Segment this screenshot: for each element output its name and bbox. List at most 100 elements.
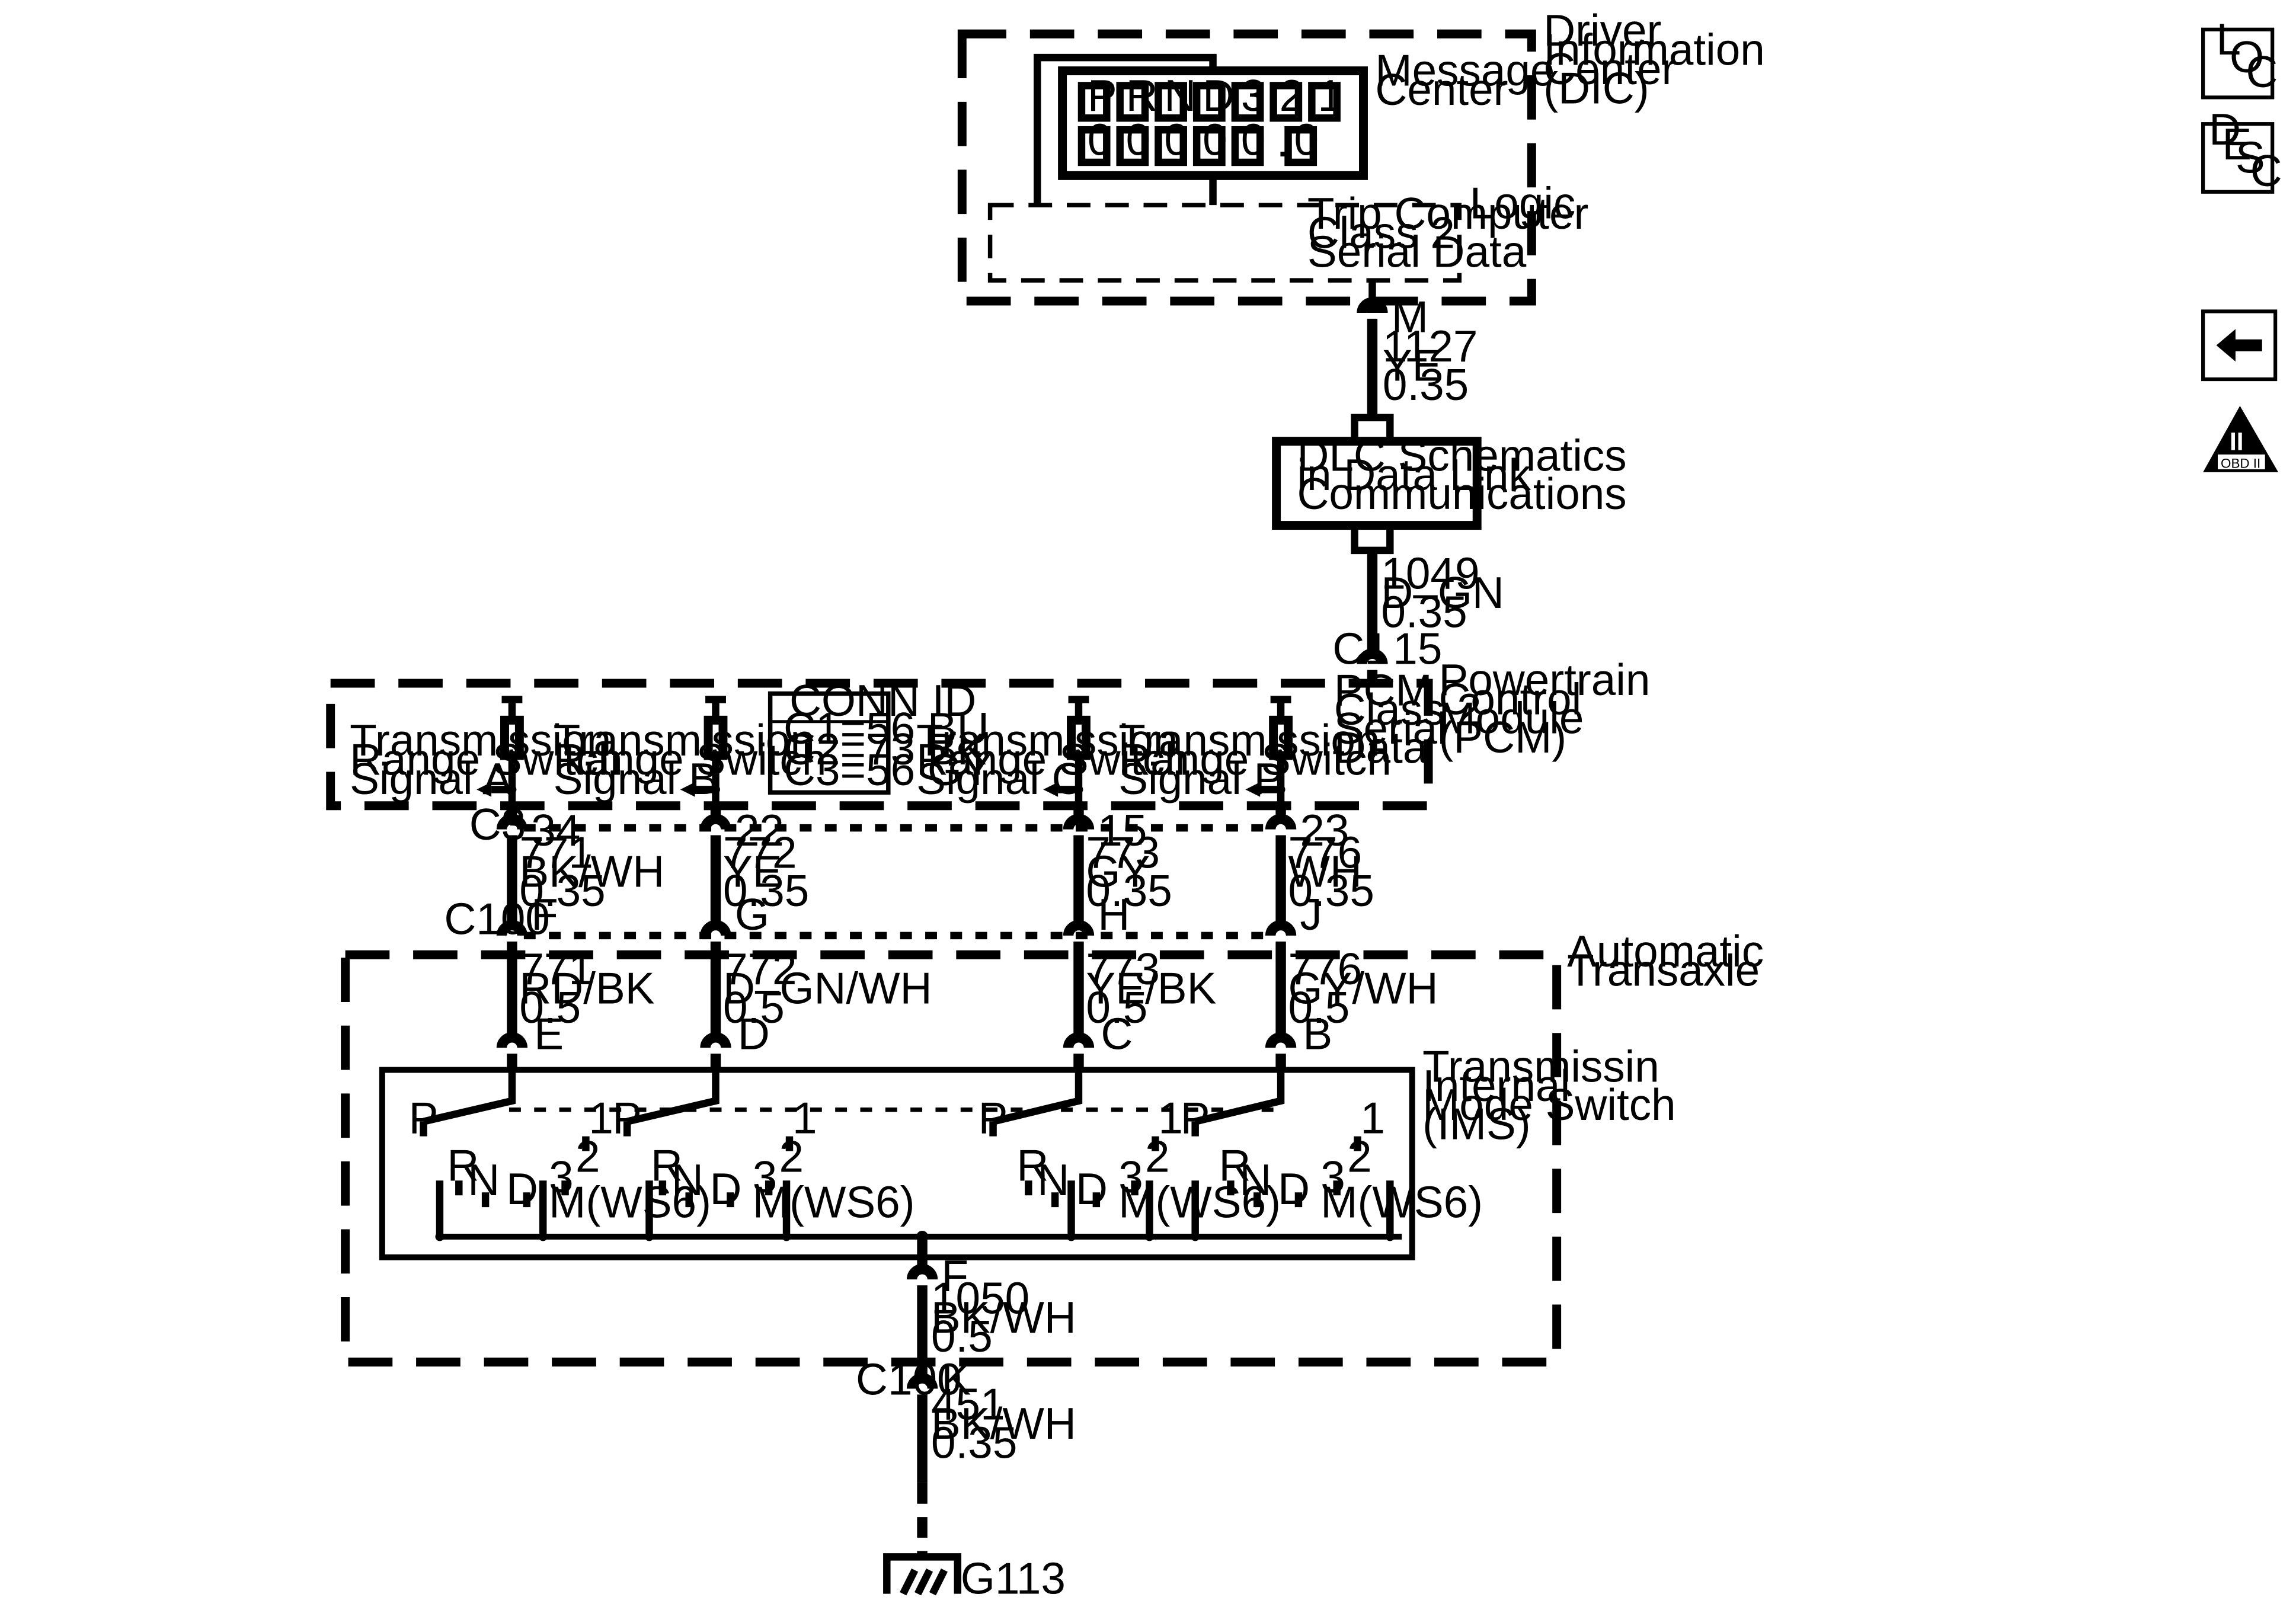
ground-symbol bbox=[883, 1553, 962, 1596]
pcm-module: Powertrain Control Module (PCM) PCM Clas… bbox=[326, 655, 1650, 811]
wire-1050-number: 1050 bbox=[931, 1273, 1029, 1323]
odo-cell bbox=[1231, 126, 1264, 167]
loc-letter-c: C bbox=[2246, 47, 2278, 97]
signal-arrow-icon bbox=[1043, 782, 1059, 797]
wire-1127: M 1127 YE 0.35 bbox=[1357, 292, 1478, 418]
ims-pin-2: C bbox=[1101, 1009, 1133, 1059]
dic-connector-pin-m: M bbox=[1392, 292, 1428, 341]
transaxle-wire-0-line-1: RD/BK bbox=[519, 963, 654, 1013]
prnd-cell bbox=[1077, 82, 1111, 122]
ims-0-pos-d: D bbox=[506, 1164, 538, 1214]
prnd-cell bbox=[1116, 82, 1149, 122]
odo-digit-4: 0 bbox=[1241, 114, 1266, 164]
signal-2-label-0: Transmission bbox=[916, 715, 1178, 765]
location-button[interactable]: L O C bbox=[2201, 14, 2278, 100]
odo-digit-1: 0 bbox=[1126, 114, 1151, 164]
conn-id-c3: C3=56 GY bbox=[784, 745, 992, 795]
signal-3-label-0: Transmission bbox=[1118, 715, 1380, 765]
transaxle-title-1: Automatic bbox=[1567, 926, 1764, 976]
odo-cell bbox=[1116, 126, 1149, 167]
odo-cell bbox=[1077, 126, 1111, 167]
ims-0-pos-3: 3 bbox=[549, 1152, 574, 1202]
ims-0-pos-r: R bbox=[447, 1140, 479, 1190]
prnd-char-1: 1 bbox=[1318, 71, 1342, 120]
pcm-wire-2-line-0: 773 bbox=[1086, 827, 1160, 877]
transaxle-wire-2-line-2: 0.5 bbox=[1086, 982, 1147, 1032]
wire-1050-gauge: 0.5 bbox=[931, 1311, 993, 1361]
desc-letter-d: D bbox=[2209, 104, 2241, 154]
message-center-label-2: Center bbox=[1375, 65, 1508, 114]
prnd-cell bbox=[1269, 82, 1303, 122]
dic-module: Driver Information Center (DIC) Message … bbox=[957, 5, 1765, 306]
wire-1049-number: 1049 bbox=[1381, 549, 1479, 598]
loc-letter-l: L bbox=[2217, 14, 2241, 64]
ims-3-pos-d: D bbox=[1278, 1164, 1310, 1214]
odo-digit-3: 0 bbox=[1203, 114, 1227, 164]
wire-1050-color: BK/WH bbox=[931, 1292, 1076, 1342]
conn-id-c1: C1=56 BU bbox=[784, 703, 989, 753]
wire-1127-number: 1127 bbox=[1383, 321, 1478, 371]
odo-cell bbox=[1192, 126, 1226, 167]
conn-id-c2: C2=73 BK bbox=[784, 724, 987, 774]
ims-3-pos-r: R bbox=[1219, 1140, 1251, 1190]
pcm-wire-2-line-1: GY bbox=[1086, 847, 1150, 897]
back-button[interactable] bbox=[2201, 309, 2278, 382]
wire-1049-gauge: 0.35 bbox=[1381, 587, 1467, 636]
odo-digit-0: 0 bbox=[1088, 114, 1112, 164]
trip-computer-label-1: Trip Computer bbox=[1307, 188, 1588, 238]
dic-title-3: Center bbox=[1543, 44, 1676, 94]
ims-0-pos-p: P bbox=[409, 1093, 439, 1143]
wire-1127-color: YE bbox=[1383, 341, 1442, 391]
odo-cell bbox=[1284, 126, 1318, 167]
prnd-char-r: R bbox=[1126, 71, 1158, 120]
ims-1-pos-1: 1 bbox=[792, 1093, 817, 1143]
obd-ii-label: OBD II bbox=[2221, 456, 2260, 470]
ims-3-pos-m: M(WS6) bbox=[1320, 1177, 1483, 1227]
signal-3-label-1: Range Switch bbox=[1118, 734, 1392, 784]
c3-pin-1: 22 bbox=[735, 805, 784, 855]
transaxle-wire-3-line-1: GY/WH bbox=[1288, 963, 1438, 1013]
dlc-schematics-ref[interactable]: DLC Schematics in Data Link Communicatio… bbox=[1272, 414, 1627, 555]
prnd-char-p: P bbox=[1088, 71, 1117, 120]
wire-1049-color: D–GN bbox=[1381, 568, 1504, 617]
obd-ii-button[interactable]: II OBD II bbox=[2203, 405, 2279, 472]
pcm-wire-1-line-2: 0.35 bbox=[723, 866, 809, 916]
odometer-decimal: . bbox=[1277, 116, 1289, 166]
transaxle-wire-2-line-1: YE/BK bbox=[1086, 963, 1216, 1013]
pcm-wire-2-line-2: 0.35 bbox=[1086, 866, 1172, 916]
pcm-connector-c1: C1 bbox=[1332, 624, 1389, 674]
ims-0-pos-m: M(WS6) bbox=[549, 1177, 711, 1227]
transaxle-wire-3-line-2: 0.5 bbox=[1288, 982, 1350, 1032]
wire-451-gauge: 0.35 bbox=[931, 1417, 1017, 1467]
c100-pin-3: J bbox=[1300, 889, 1322, 939]
dlc-label-1: DLC Schematics bbox=[1297, 430, 1626, 480]
signal-arrow-icon bbox=[1245, 782, 1261, 797]
ims-2-pos-1: 1 bbox=[1158, 1093, 1183, 1143]
ims-2-pos-3: 3 bbox=[1118, 1152, 1143, 1202]
pcm-wire-0-line-0: 771 bbox=[519, 827, 593, 877]
dic-title-2: Information bbox=[1543, 25, 1765, 75]
conn-id-header: CONN ID bbox=[789, 676, 976, 725]
automatic-transaxle: Automatic Transaxle Transmissin Internal… bbox=[341, 926, 1764, 1380]
pcm-wire-3-line-1: WH bbox=[1288, 847, 1362, 897]
c100-pin-2: H bbox=[1098, 889, 1130, 939]
odo-digit-5: 0 bbox=[1294, 114, 1319, 164]
ims-title-4: (IMS) bbox=[1422, 1099, 1531, 1149]
signal-1-label-2: Signal B bbox=[554, 754, 718, 804]
prnd-char-d: D bbox=[1203, 71, 1235, 120]
pcm-wire-1-line-0: 772 bbox=[723, 827, 797, 877]
ims-1-pos-p: P bbox=[612, 1093, 642, 1143]
wire-451-color: BK/WH bbox=[931, 1398, 1076, 1448]
c3-pin-0: 34 bbox=[531, 805, 580, 855]
message-center-label-1: Message bbox=[1375, 45, 1555, 95]
description-button[interactable]: D E S C bbox=[2201, 104, 2282, 196]
signal-1-label-0: Transmission bbox=[554, 715, 815, 765]
